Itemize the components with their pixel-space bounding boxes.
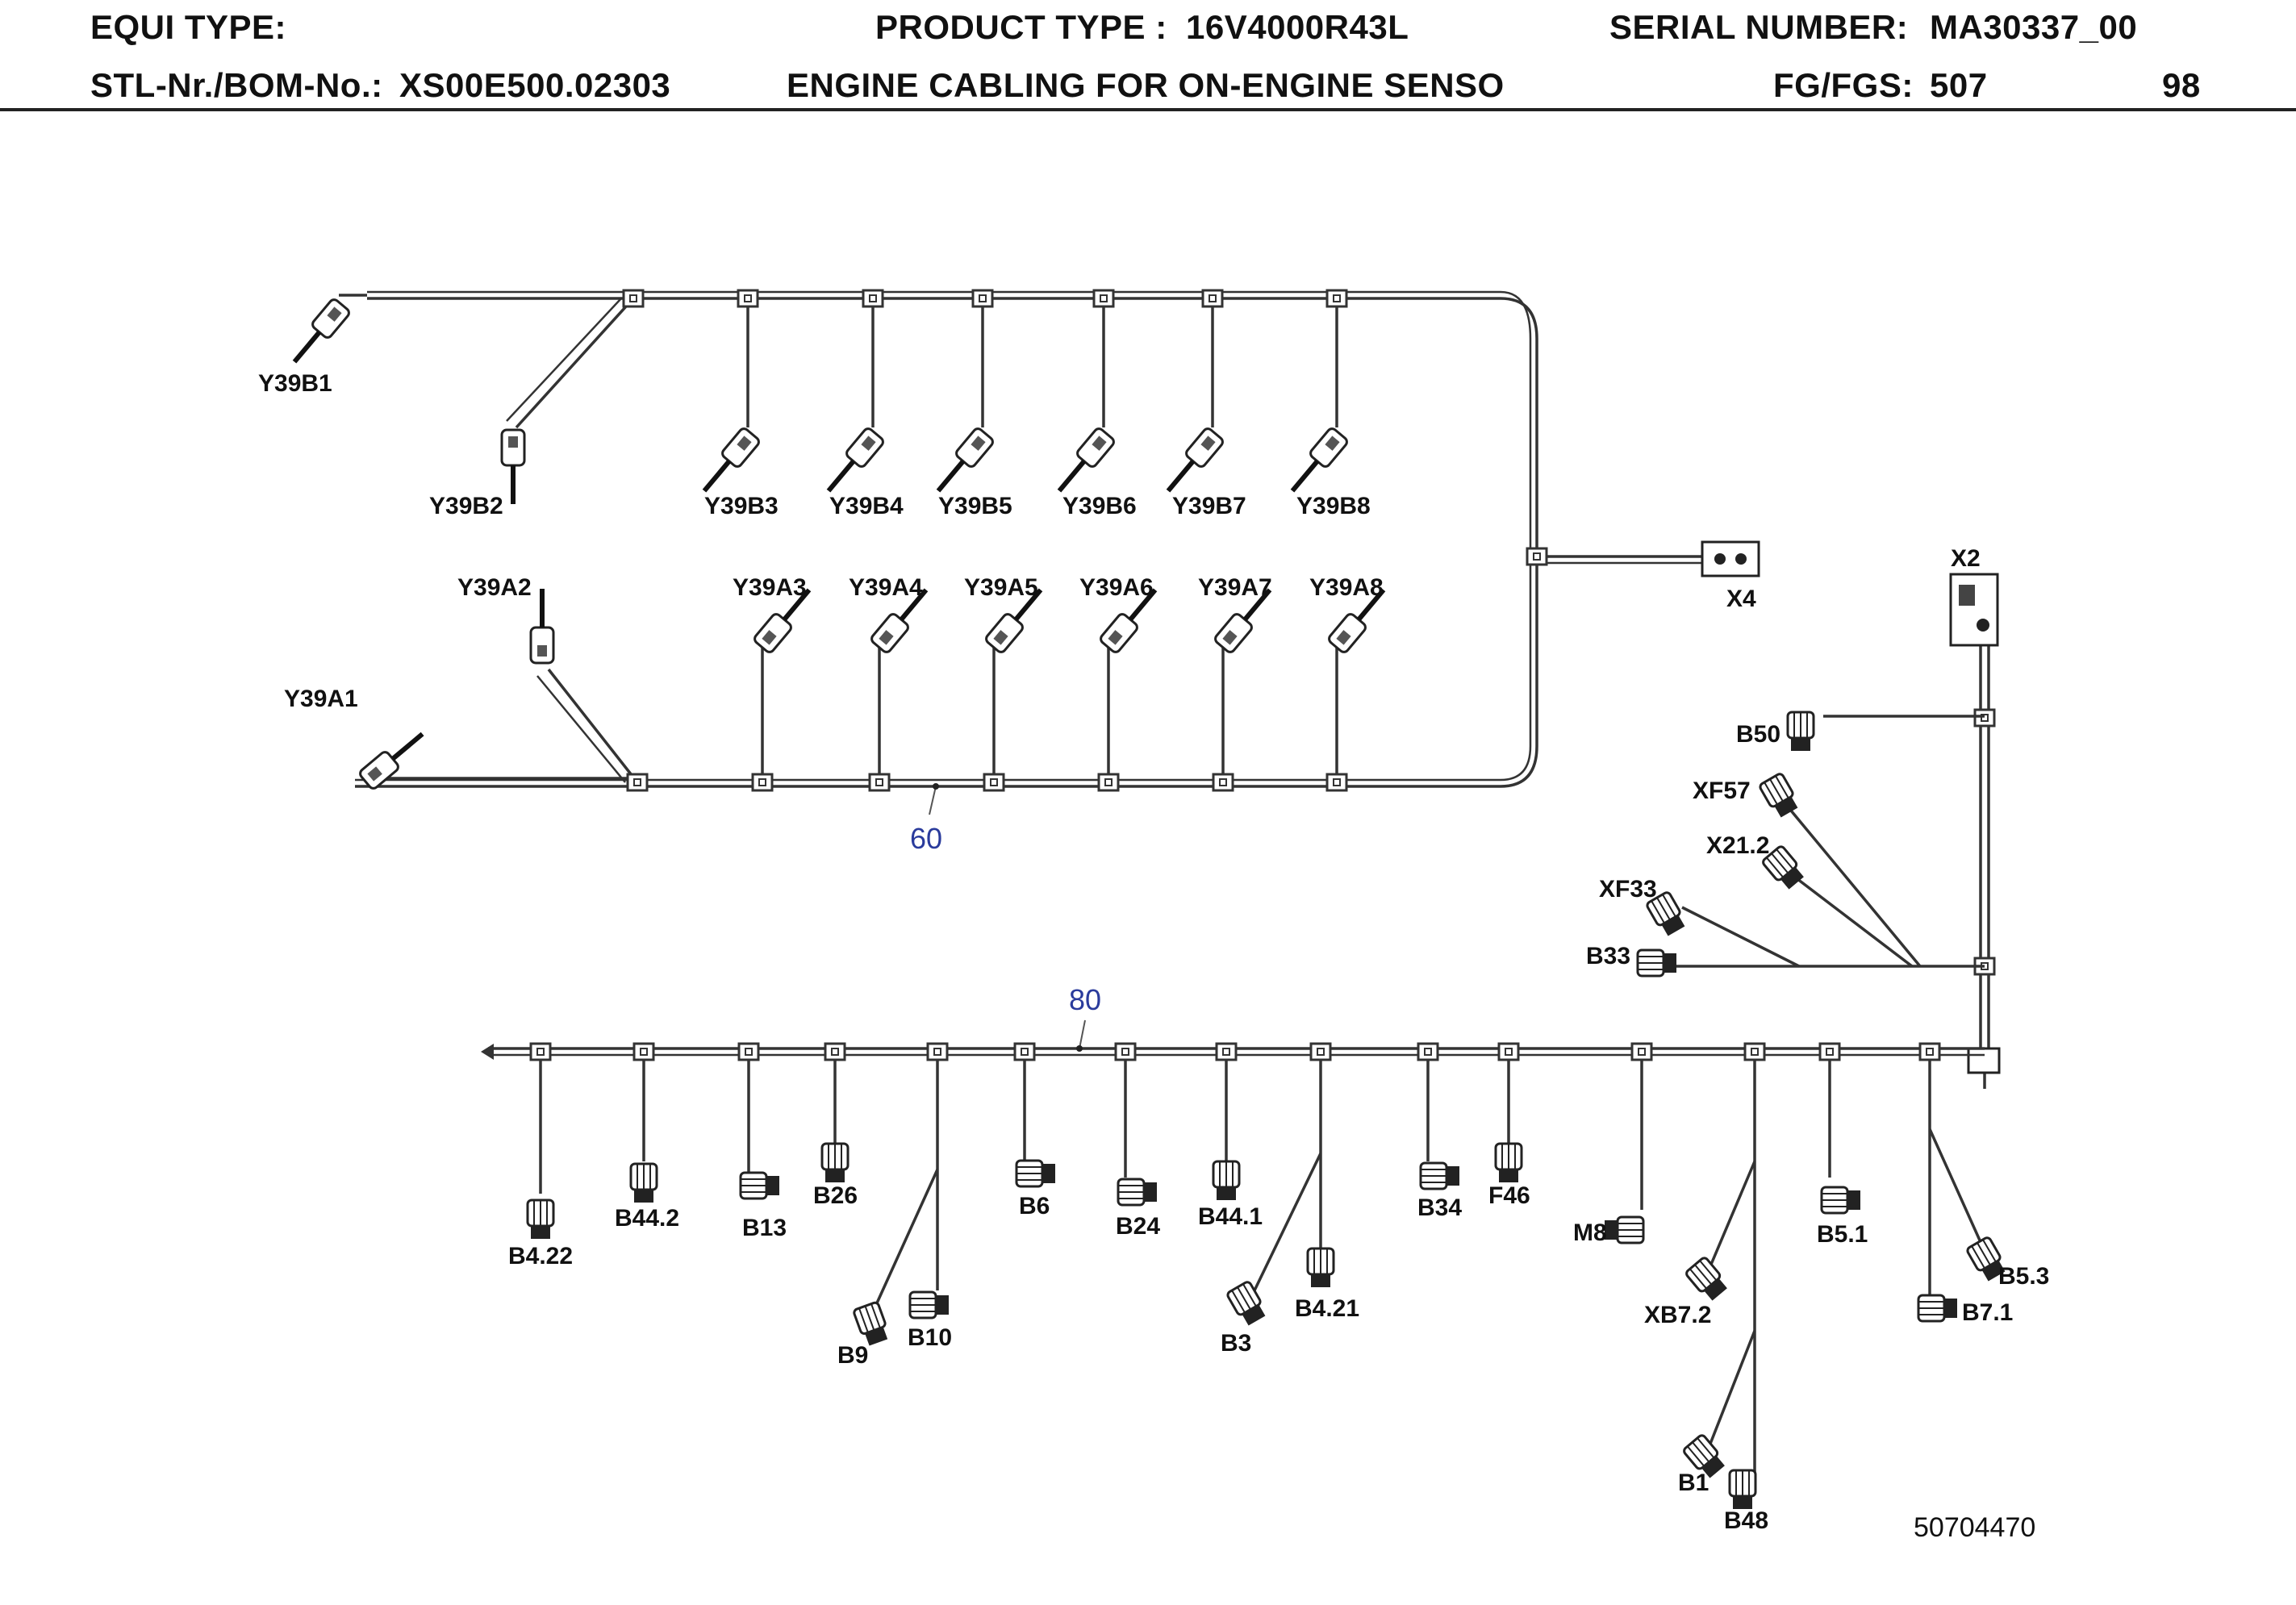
label-b10: B10 [908, 1324, 952, 1351]
drawing-description: ENGINE CABLING FOR ON-ENGINE SENSO [787, 66, 1505, 104]
fg-label: FG/FGS: [1773, 66, 1914, 104]
b4-21-connector [1306, 1247, 1335, 1289]
label-b9: B9 [837, 1342, 868, 1369]
y39b4-valve [820, 427, 885, 498]
bom-label: STL-Nr./BOM-No.: [90, 66, 383, 104]
label-b44-2: B44.2 [615, 1205, 679, 1232]
label-y39a3: Y39A3 [733, 574, 807, 601]
label-x4: X4 [1726, 586, 1756, 612]
b10-connector [908, 1290, 950, 1319]
position-number-80: 80 [1069, 983, 1101, 1016]
label-y39a8: Y39A8 [1309, 574, 1384, 601]
right-harness [1636, 573, 2001, 1089]
label-y39a4: Y39A4 [849, 574, 923, 601]
b44-2-connector [629, 1162, 658, 1204]
label-b26: B26 [813, 1182, 858, 1209]
y39b5-valve [929, 427, 995, 498]
label-y39b7: Y39B7 [1172, 493, 1246, 519]
y39a2-valve [531, 589, 553, 663]
xb7-2-connector [1684, 1255, 1731, 1304]
serial-number-value: MA30337_00 [1930, 8, 2138, 46]
header-divider [0, 108, 2296, 111]
x2-connector [1949, 573, 1999, 647]
y39b7-valve [1159, 427, 1225, 498]
label-f46: F46 [1488, 1182, 1530, 1209]
b5-1-connector [1820, 1186, 1862, 1215]
b4-22-connector [526, 1199, 555, 1240]
label-b24: B24 [1116, 1213, 1160, 1240]
drawing-number: 50704470 [1914, 1512, 2035, 1543]
upper-harness [286, 289, 1760, 815]
b13-connector [739, 1171, 781, 1200]
label-b48: B48 [1724, 1507, 1768, 1534]
b44-1-connector [1212, 1160, 1241, 1202]
y39b2-valve [502, 430, 524, 504]
label-y39b1: Y39B1 [258, 370, 332, 397]
label-x21-2: X21.2 [1706, 832, 1769, 859]
label-b5-1: B5.1 [1817, 1221, 1868, 1248]
label-y39a7: Y39A7 [1198, 574, 1272, 601]
label-y39b6: Y39B6 [1062, 493, 1137, 519]
y39b1-valve [286, 298, 351, 369]
page-number: 98 [2162, 66, 2201, 104]
label-y39a5: Y39A5 [964, 574, 1038, 601]
label-x2: X2 [1951, 545, 1981, 572]
label-b4-21: B4.21 [1295, 1295, 1359, 1322]
label-b4-22: B4.22 [508, 1243, 573, 1269]
x4-connector [1701, 540, 1760, 577]
label-y39a6: Y39A6 [1079, 574, 1154, 601]
b9-connector [851, 1300, 892, 1349]
b3-connector [1225, 1279, 1270, 1329]
f46-connector [1494, 1142, 1523, 1184]
b7-1-connector [1917, 1294, 1959, 1323]
y39b8-valve [1284, 427, 1349, 498]
label-y39a2: Y39A2 [457, 574, 532, 601]
label-y39a1: Y39A1 [284, 686, 358, 712]
fg-value: 507 [1930, 66, 1988, 104]
b50-connector [1786, 711, 1815, 752]
y39b6-valve [1050, 427, 1116, 498]
label-y39b4: Y39B4 [829, 493, 904, 519]
label-b44-1: B44.1 [1198, 1203, 1263, 1230]
label-xf57: XF57 [1693, 777, 1751, 804]
product-type-label: PRODUCT TYPE : [875, 8, 1167, 46]
label-y39b2: Y39B2 [429, 493, 503, 519]
b24-connector [1117, 1178, 1158, 1207]
bom-value: XS00E500.02303 [399, 66, 671, 104]
lower-harness [481, 1019, 2010, 1511]
b6-connector [1015, 1159, 1057, 1188]
position-number-60: 60 [910, 822, 942, 855]
label-b5-3: B5.3 [1998, 1263, 2049, 1290]
equi-type-label: EQUI TYPE: [90, 8, 287, 46]
label-xb7-2: XB7.2 [1644, 1302, 1711, 1328]
serial-number-label: SERIAL NUMBER: [1609, 8, 1909, 46]
label-b33: B33 [1586, 943, 1630, 969]
b34-connector [1419, 1161, 1461, 1190]
label-m8: M8 [1573, 1219, 1607, 1246]
label-b50: B50 [1736, 721, 1780, 748]
xf57-connector [1757, 771, 1802, 821]
label-b13: B13 [742, 1215, 787, 1241]
label-y39b8: Y39B8 [1296, 493, 1371, 519]
label-b1: B1 [1678, 1470, 1709, 1496]
product-type-value: 16V4000R43L [1186, 8, 1409, 46]
label-b7-1: B7.1 [1962, 1299, 2013, 1326]
label-b6: B6 [1019, 1193, 1050, 1219]
b26-connector [820, 1142, 850, 1184]
label-y39b3: Y39B3 [704, 493, 779, 519]
label-xf33: XF33 [1599, 876, 1657, 903]
label-b34: B34 [1417, 1194, 1462, 1221]
label-y39b5: Y39B5 [938, 493, 1012, 519]
m8-connector [1603, 1215, 1645, 1244]
label-b3: B3 [1221, 1330, 1251, 1357]
b33-connector [1636, 948, 1678, 978]
y39b3-valve [695, 427, 761, 498]
b48-connector [1728, 1469, 1757, 1511]
